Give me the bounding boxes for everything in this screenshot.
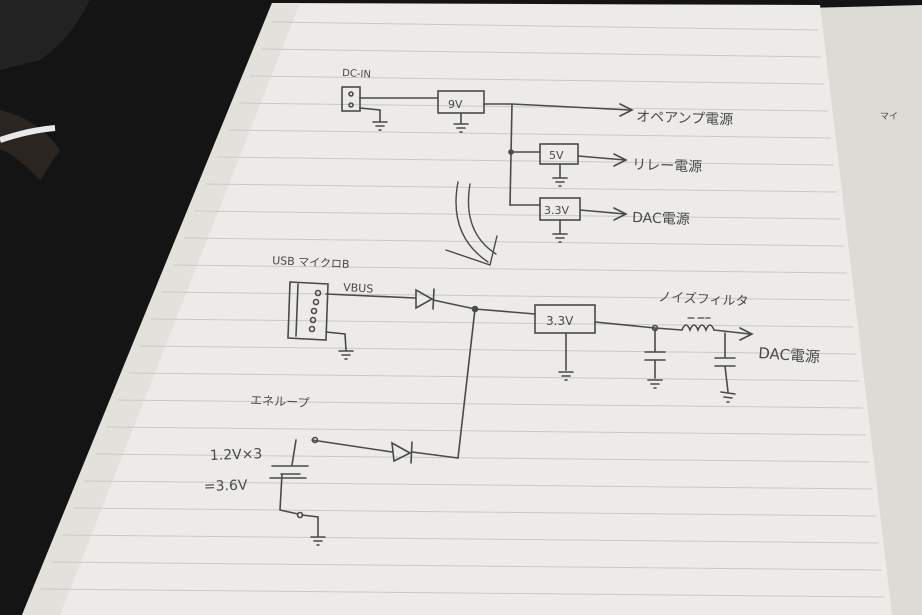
dc-jack-symbol bbox=[341, 86, 361, 112]
usb-connector-inner bbox=[295, 283, 299, 337]
ground-symbol bbox=[453, 112, 469, 133]
reg-3v3-bottom-label: 3.3V bbox=[546, 314, 574, 328]
wire bbox=[411, 451, 459, 459]
ruled-line bbox=[84, 480, 873, 490]
battery-spec-label: 1.2V×3 bbox=[210, 446, 263, 464]
ruled-line bbox=[250, 75, 825, 85]
transition-arrow bbox=[455, 181, 489, 263]
usb-pin bbox=[308, 325, 316, 333]
battery-total-label: =3.6V bbox=[204, 477, 249, 495]
reg-9v-label: 9V bbox=[448, 98, 463, 111]
ruled-line bbox=[206, 183, 838, 193]
wire bbox=[577, 155, 626, 161]
relay-power-label: リレー電源 bbox=[632, 157, 703, 175]
ruled-line bbox=[194, 210, 841, 220]
inductor-symbol bbox=[681, 324, 715, 333]
wire bbox=[325, 293, 416, 299]
eneloop-label: エネループ bbox=[250, 393, 310, 410]
wire bbox=[325, 331, 347, 351]
wire bbox=[457, 308, 476, 459]
arrow-head bbox=[739, 327, 754, 341]
vbus-label: VBUS bbox=[343, 281, 374, 296]
ruled-line bbox=[183, 237, 844, 247]
capacitor-symbol bbox=[644, 327, 666, 389]
ruled-line bbox=[139, 345, 857, 355]
ground-symbol bbox=[338, 350, 354, 360]
terminal-circle bbox=[311, 436, 319, 444]
usb-pin bbox=[309, 316, 317, 324]
reg-3v3-bottom-box bbox=[534, 304, 596, 334]
usb-pin bbox=[314, 289, 322, 297]
ruled-line bbox=[117, 399, 863, 409]
ruled-line bbox=[128, 372, 860, 382]
circuit-drawing bbox=[269, 86, 754, 546]
ruled-line bbox=[272, 21, 819, 31]
arrow-head bbox=[619, 103, 634, 117]
ruled-line bbox=[62, 534, 879, 544]
right-page-fragment: マイ bbox=[880, 112, 898, 122]
desk-object bbox=[0, 110, 60, 180]
dac-power-label-top: DAC電源 bbox=[632, 210, 690, 228]
usb-connector-symbol bbox=[287, 281, 329, 341]
jack-pin bbox=[348, 91, 354, 97]
ruled-line bbox=[51, 561, 882, 571]
ground-symbol bbox=[552, 163, 568, 187]
noise-filter-label: ノイズフィルタ bbox=[658, 289, 749, 310]
transition-arrow-head bbox=[445, 235, 498, 266]
ruled-line bbox=[172, 264, 847, 274]
ruled-line bbox=[161, 291, 850, 301]
ground-symbol bbox=[372, 121, 388, 131]
usb-pin bbox=[312, 298, 320, 306]
diode-symbol bbox=[415, 288, 435, 310]
ruled-line bbox=[261, 48, 822, 58]
ruled-lines bbox=[40, 21, 885, 598]
wire bbox=[579, 209, 626, 215]
battery-symbol bbox=[269, 465, 309, 479]
ground-symbol bbox=[558, 332, 574, 381]
ruled-line bbox=[228, 129, 831, 139]
diode-symbol bbox=[391, 441, 413, 464]
ruled-line bbox=[40, 588, 885, 598]
ruled-line bbox=[106, 426, 866, 436]
reg-5v-box bbox=[539, 143, 579, 165]
ground-symbol bbox=[310, 536, 326, 546]
wire bbox=[713, 329, 751, 335]
arrow-head bbox=[613, 153, 628, 167]
capacitor-symbol bbox=[714, 332, 736, 403]
opamp-power-label: オペアンプ電源 bbox=[636, 109, 734, 128]
wire bbox=[279, 473, 299, 515]
reg-5v-label: 5V bbox=[549, 149, 564, 162]
ruled-line bbox=[73, 507, 876, 517]
page-edge-shadow bbox=[22, 3, 300, 615]
ground-symbol bbox=[552, 219, 568, 243]
usb-label: USB マイクロB bbox=[272, 254, 350, 271]
wire bbox=[311, 439, 393, 453]
wire bbox=[291, 439, 297, 466]
ruled-line bbox=[239, 102, 828, 112]
white-cable bbox=[0, 125, 56, 143]
wire bbox=[359, 107, 381, 123]
dac-power-label-bottom: DAC電源 bbox=[758, 344, 821, 366]
dc-in-label: DC-IN bbox=[342, 68, 371, 80]
transition-arrow bbox=[467, 183, 497, 255]
arrow-head bbox=[613, 207, 628, 221]
usb-pin bbox=[310, 307, 318, 315]
reg-3v3-label: 3.3V bbox=[544, 204, 569, 217]
jack-pin bbox=[348, 102, 354, 108]
ruled-line bbox=[95, 453, 870, 463]
ruled-line bbox=[150, 318, 854, 328]
ruled-line bbox=[217, 156, 834, 166]
desk-object-top bbox=[0, 0, 90, 70]
wire bbox=[301, 514, 319, 537]
